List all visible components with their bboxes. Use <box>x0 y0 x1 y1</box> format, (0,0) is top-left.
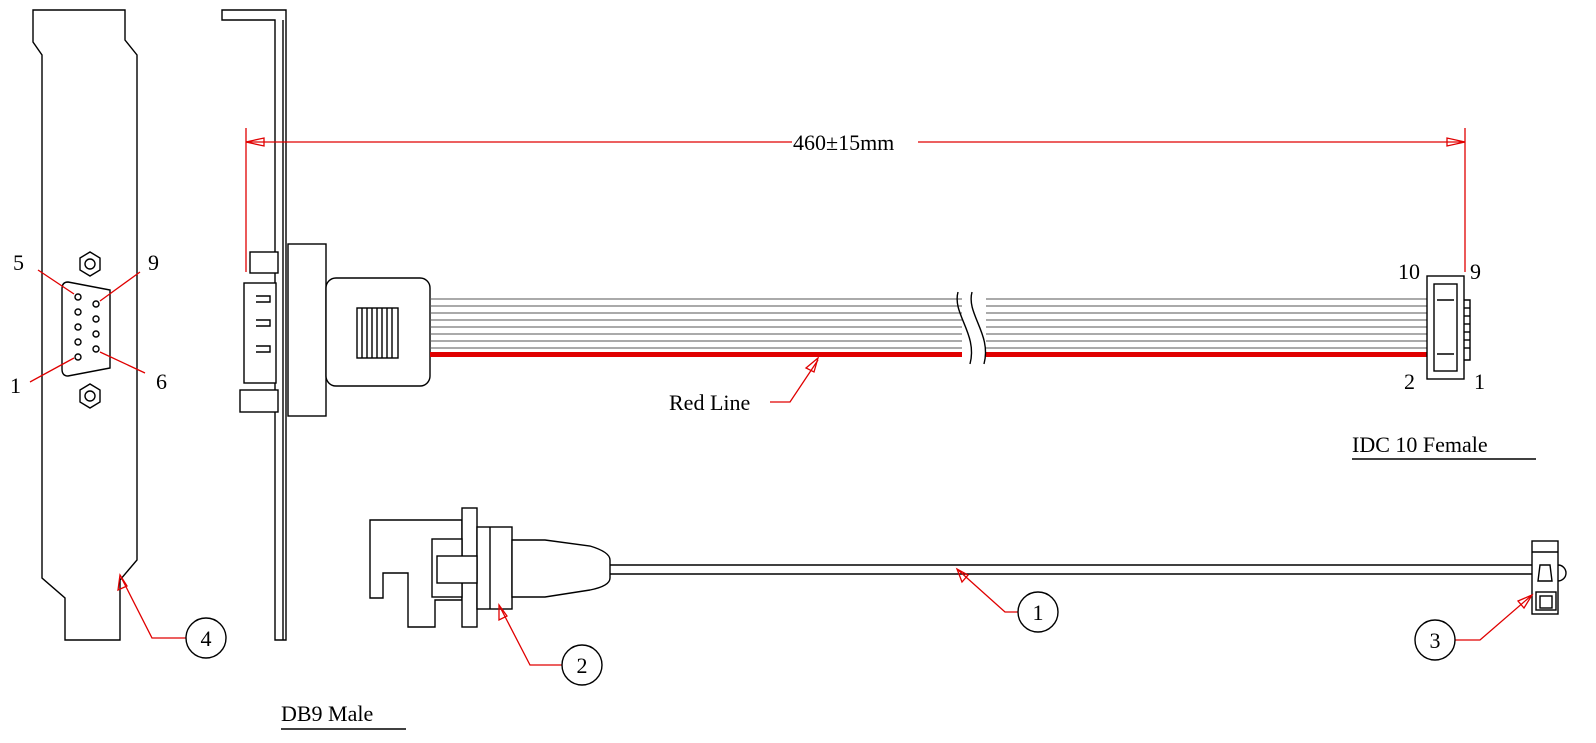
dimension-label: 460±15mm <box>793 130 894 155</box>
callout-1-circle <box>1017 591 1059 633</box>
ribbon-cable <box>430 291 1430 365</box>
callout-4-number: 4 <box>201 626 212 651</box>
idc-top-view <box>1531 540 1567 615</box>
red-line-leader <box>770 356 820 403</box>
callout-2-leader <box>498 603 562 666</box>
callout-2-number: 2 <box>577 653 588 678</box>
idc-connector-label: IDC 10 Female <box>1352 432 1488 457</box>
db9-pin-1-label: 1 <box>10 373 21 398</box>
bracket-top-view <box>369 507 611 628</box>
callout-1-leader <box>955 567 1018 613</box>
hex-standoff-top-icon <box>79 251 101 277</box>
bracket-side-view <box>221 9 287 641</box>
idc-pin-2-label: 2 <box>1404 369 1415 394</box>
db9-connector-label: DB9 Male <box>281 701 373 726</box>
db9-connector-side <box>239 243 431 417</box>
db9-pin-holes <box>74 293 100 361</box>
db9-pin-6-label: 6 <box>156 369 167 394</box>
callout-3-leader <box>1455 593 1534 641</box>
idc-pin-10-label: 10 <box>1398 259 1420 284</box>
dimension-arrow-right-icon <box>1446 137 1466 147</box>
round-cable <box>610 564 1532 575</box>
red-wire-stripe <box>430 352 1430 357</box>
idc-connector <box>1426 275 1471 380</box>
db9-face-icon <box>61 281 111 377</box>
callout-4-circle <box>185 617 227 659</box>
callout-4-leader <box>117 573 186 639</box>
callout-2-circle <box>561 644 603 686</box>
callout-1-number: 1 <box>1033 600 1044 625</box>
callout-3-number: 3 <box>1430 628 1441 653</box>
callout-3-circle <box>1414 619 1456 661</box>
db9-pin-9-label: 9 <box>148 250 159 275</box>
dimension-arrow-left-icon <box>245 137 265 147</box>
idc-pin-1-label: 1 <box>1474 369 1485 394</box>
idc-pin-9-label: 9 <box>1470 259 1481 284</box>
bracket-front-view <box>29 9 146 641</box>
hex-standoff-bottom-icon <box>79 383 101 409</box>
red-line-label: Red Line <box>669 390 750 415</box>
db9-pin-5-label: 5 <box>13 250 24 275</box>
dimension-line <box>245 128 1466 272</box>
